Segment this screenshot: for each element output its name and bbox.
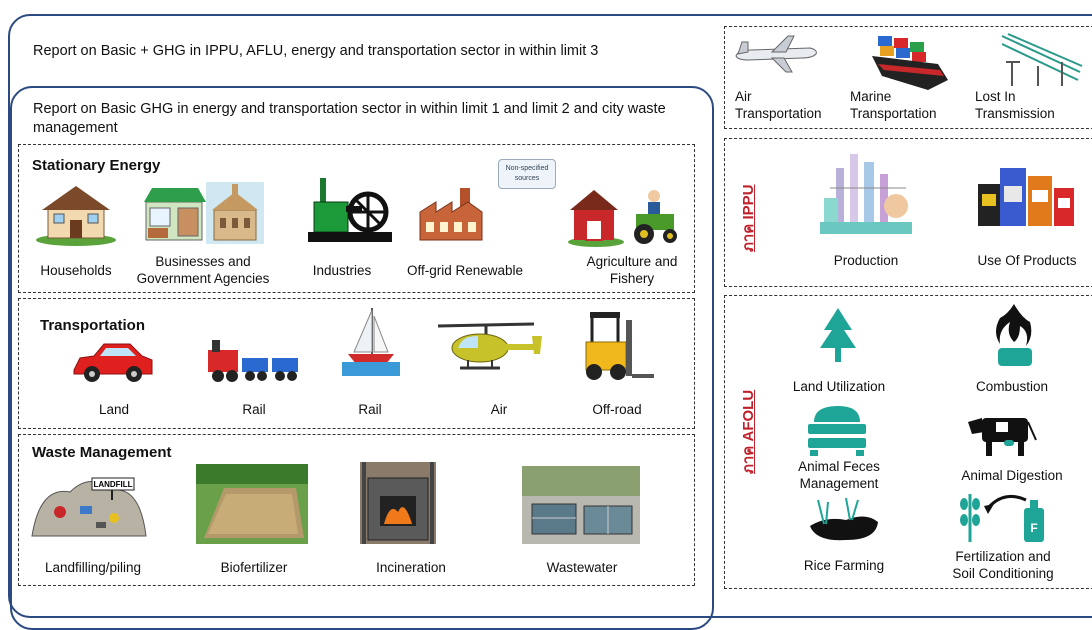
air-transportation-label: Air Transportation [735, 89, 822, 121]
tree-icon [820, 308, 856, 362]
fertilizer-tag-text: F [1030, 521, 1037, 535]
lost-in-transmission-label: Lost In Transmission [975, 89, 1055, 121]
toy-train-icon [208, 340, 298, 382]
stationary-energy-box [18, 144, 695, 293]
landfill-sign-text: LANDFILL [93, 480, 132, 489]
scope3-transport-box [724, 26, 1092, 129]
offroad-label: Off-road [592, 402, 642, 417]
farm-barn-tractor-icon [568, 190, 677, 247]
animal-digestion-label: Animal Digestion [961, 468, 1063, 483]
landfilling-label: Landfilling/piling [44, 560, 142, 575]
transportation-title: Transportation [40, 317, 146, 334]
animal-feces-label: Animal Feces Management [798, 459, 880, 491]
combustion-label: Combustion [975, 379, 1049, 394]
forklift-icon [585, 312, 654, 380]
rail-label-1: Rail [242, 402, 266, 417]
businesses-label: Businesses and Government Agencies [136, 254, 270, 286]
rice-farming-label: Rice Farming [803, 558, 885, 573]
marine-transportation-label: Marine Transportation [850, 89, 937, 121]
afolu-sector-label: ภาค AFOLU [740, 389, 757, 474]
rice-field-icon [810, 497, 878, 541]
biofertilizer-label: Biofertilizer [220, 560, 288, 575]
non-specified-sources-note: Non-specified sources [498, 159, 556, 189]
cow-icon [968, 418, 1037, 456]
manure-pile-icon [808, 406, 866, 456]
wastewater-icon [522, 466, 640, 544]
incinerator-icon [360, 462, 436, 544]
wastewater-label: Wastewater [546, 560, 618, 575]
waste-management-box [18, 434, 695, 586]
offgrid-renewable-label: Off-grid Renewable [406, 263, 524, 278]
household-icon [36, 186, 116, 246]
car-icon [73, 343, 153, 382]
sailboat-icon [342, 308, 400, 376]
shop-icon [144, 188, 206, 241]
households-label: Households [40, 263, 112, 278]
transportation-box [18, 298, 695, 429]
stationary-energy-title: Stationary Energy [32, 157, 161, 174]
ippu-sector-label: ภาค IPPU [740, 184, 757, 252]
power-lines-icon [1001, 33, 1083, 86]
steam-engine-icon [308, 178, 392, 242]
cargo-ship-icon [872, 36, 948, 90]
inner-report-text: Report on Basic GHG in energy and transp… [33, 101, 666, 136]
air-label: Air [490, 402, 508, 417]
helicopter-icon [437, 322, 542, 370]
rail-label-2: Rail [358, 402, 382, 417]
refinery-plant-icon [820, 154, 912, 234]
combustion-flame-icon [996, 304, 1032, 366]
fertilization-label: Fertilization and Soil Conditioning [952, 549, 1054, 581]
factory-icon [419, 188, 483, 241]
land-label: Land [98, 402, 130, 417]
industries-label: Industries [312, 263, 372, 278]
land-utilization-label: Land Utilization [792, 379, 886, 394]
biofertilizer-icon [196, 464, 308, 544]
lubricant-products-icon [978, 168, 1074, 226]
use-of-products-label: Use Of Products [977, 253, 1077, 268]
outer-report-text: Report on Basic + GHG in IPPU, AFLU, ene… [33, 43, 599, 59]
fertilizer-icon: F [960, 494, 1044, 542]
waste-management-title: Waste Management [32, 444, 172, 461]
airplane-icon [735, 35, 817, 73]
landfill-icon: LANDFILL [31, 477, 147, 537]
government-building-icon [206, 182, 264, 244]
incineration-label: Incineration [376, 560, 446, 575]
agriculture-label: Agriculture and Fishery [586, 254, 678, 286]
ippu-box [724, 138, 1092, 287]
production-label: Production [833, 253, 899, 268]
